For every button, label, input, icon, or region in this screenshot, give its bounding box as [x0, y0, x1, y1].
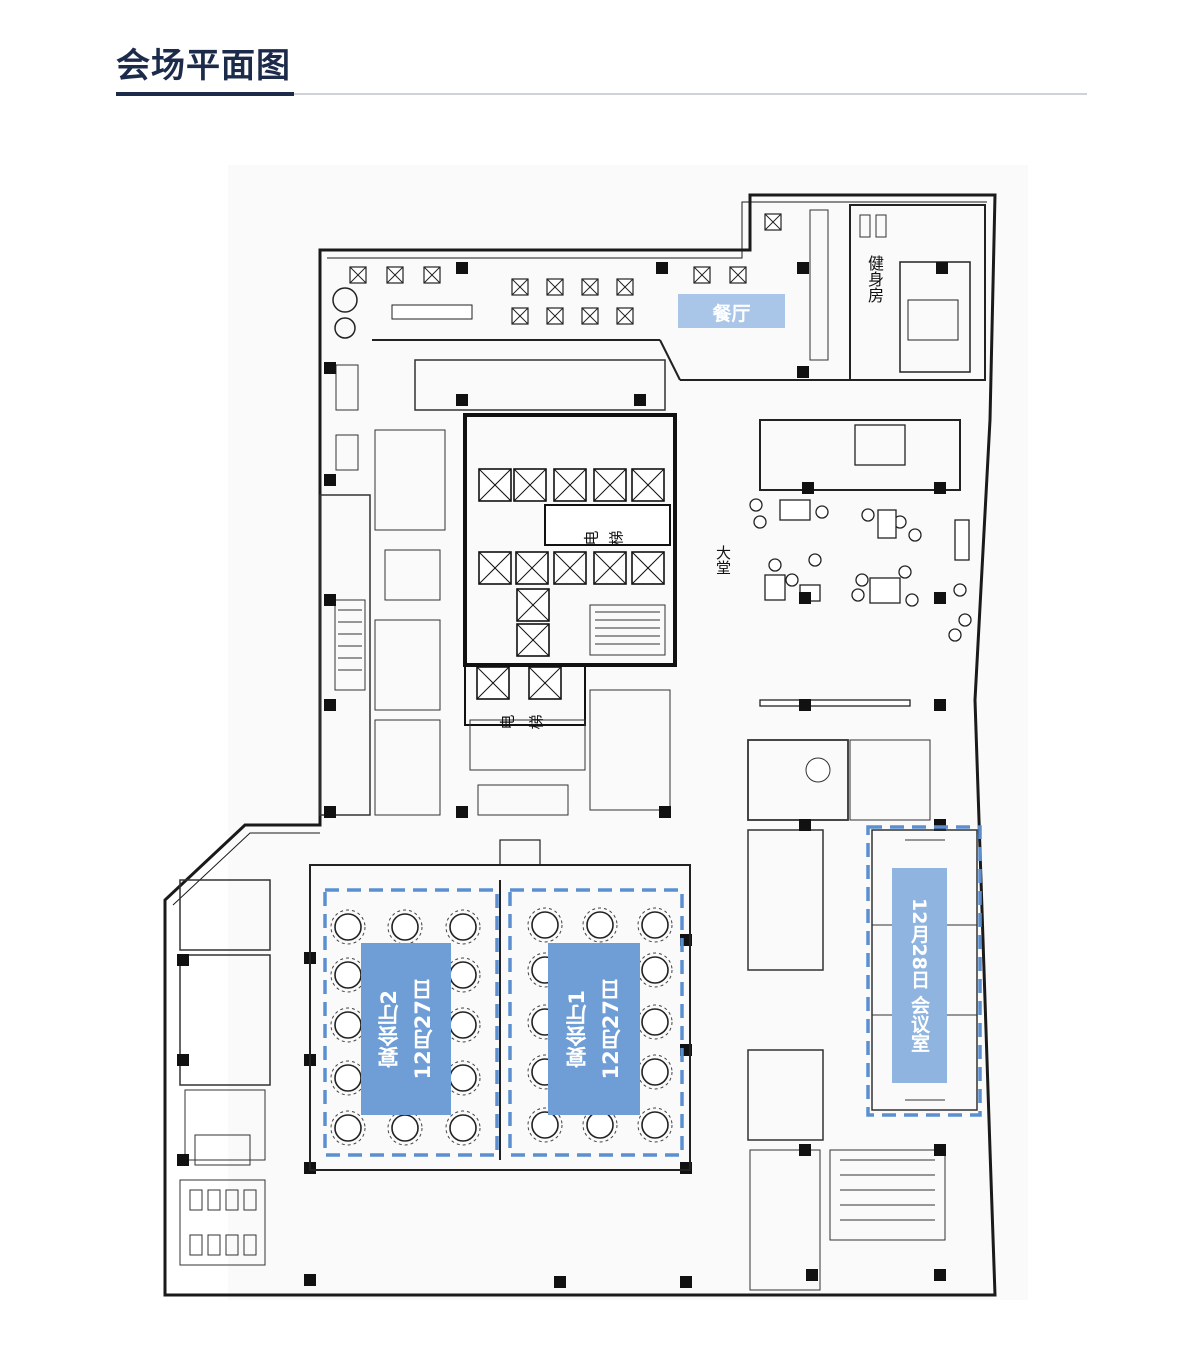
banquet-1-name: 宴会厅1: [565, 990, 589, 1068]
gym-area: [849, 204, 986, 381]
title-underline: [116, 92, 294, 96]
banquet-2-label-box: [361, 943, 451, 1115]
meeting-room-outline: [866, 825, 982, 1117]
elevator-core: [414, 359, 677, 726]
restaurant-label-box: [678, 294, 785, 328]
banquet-2-date: 12月27日: [411, 978, 435, 1080]
east-rooms: [747, 739, 946, 1291]
gym-label: 健身房: [865, 255, 884, 303]
page-title: 会场平面图: [116, 46, 291, 86]
elevator-label-1: 电梯: [583, 529, 634, 548]
banquet-1-label-box: [548, 943, 640, 1115]
banquet-1-label: 12月27日 宴会厅1: [548, 943, 640, 1115]
meeting-label-box: [892, 868, 947, 1083]
banquet-2-name: 宴会厅2: [377, 990, 401, 1068]
title-divider: [294, 93, 1087, 95]
elevator-label-2: 电梯: [499, 713, 558, 732]
banquet-2-label: 12月27日 宴会厅2: [361, 943, 451, 1115]
southwest-rooms: [179, 879, 271, 1266]
banquet-halls-structure: [309, 839, 691, 1171]
lobby-label: 大堂: [714, 545, 732, 575]
meeting-label: 12月28日 会议室: [892, 868, 947, 1083]
meeting-label-text: 12月28日 会议室: [908, 898, 930, 1053]
outer-walls: [163, 193, 997, 1297]
banquet-1-date: 12月27日: [599, 978, 623, 1080]
restaurant-label: 餐厅: [712, 303, 751, 325]
west-service-area: [319, 429, 671, 816]
